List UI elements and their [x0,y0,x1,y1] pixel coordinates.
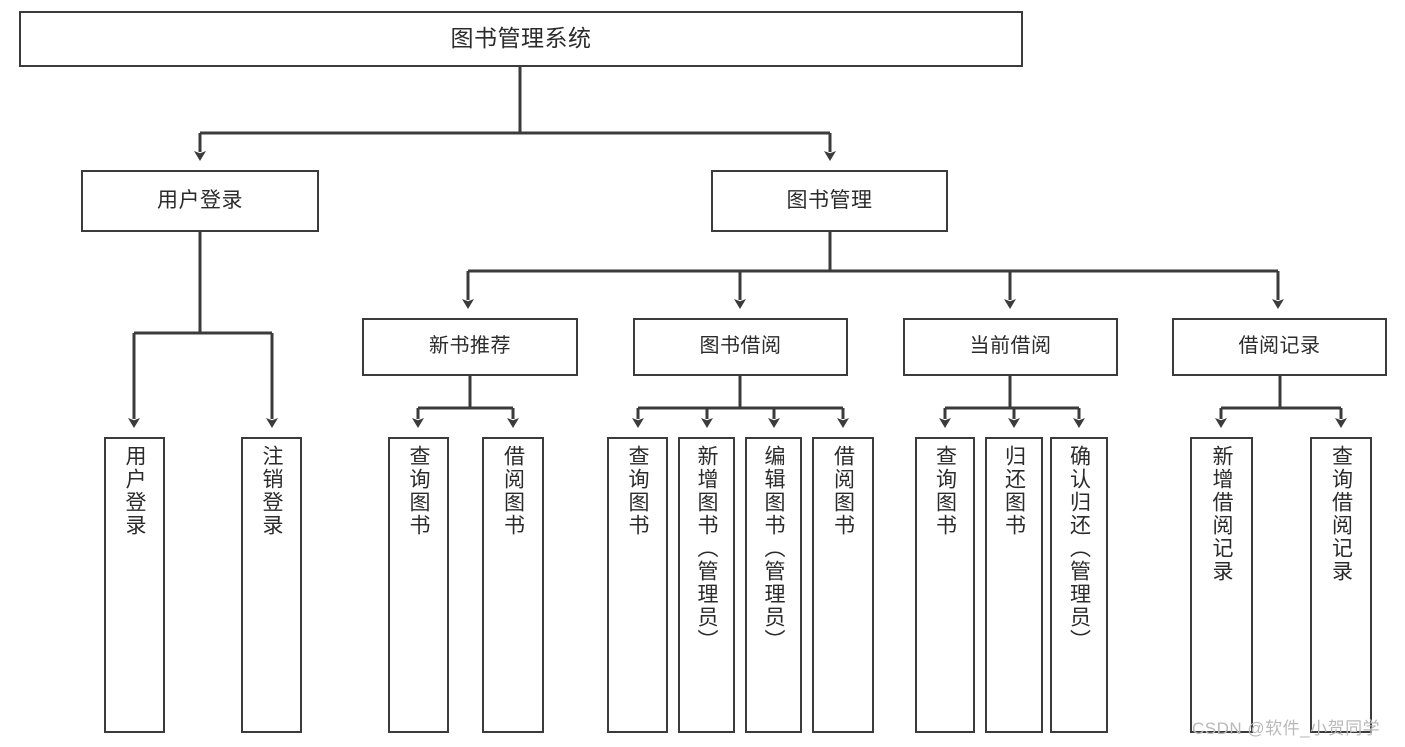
leaf-query-book-3[interactable]: 查询图书 [915,437,975,733]
node-system-root[interactable]: 图书管理系统 [19,11,1023,67]
node-book-borrow[interactable]: 图书借阅 [633,318,848,376]
node-label: 查询图书 [626,445,649,537]
node-label: 确认归还（管理员） [1067,445,1091,652]
leaf-query-book-1[interactable]: 查询图书 [388,437,449,733]
node-label: 新书推荐 [429,335,511,358]
node-label: 查询借阅记录 [1329,445,1353,583]
leaf-borrow-book-1[interactable]: 借阅图书 [482,437,544,733]
leaf-edit-book[interactable]: 编辑图书（管理员） [745,437,802,733]
node-label: 借阅记录 [1238,335,1321,358]
node-label: 查询图书 [933,445,957,537]
node-label: 图书管理 [786,188,873,212]
node-label: 编辑图书（管理员） [762,445,785,652]
leaf-add-book[interactable]: 新增图书（管理员） [678,437,735,733]
leaf-add-borrow-record[interactable]: 新增借阅记录 [1190,437,1253,733]
leaf-user-login[interactable]: 用户登录 [104,437,165,733]
node-user-login[interactable]: 用户登录 [81,170,319,232]
node-book-management[interactable]: 图书管理 [711,170,948,232]
leaf-logout[interactable]: 注销登录 [241,437,302,733]
node-label: 用户登录 [123,445,146,537]
leaf-confirm-return[interactable]: 确认归还（管理员） [1050,437,1108,733]
node-label: 图书借阅 [699,335,782,358]
node-new-book-recommend[interactable]: 新书推荐 [362,318,578,376]
node-label: 图书管理系统 [450,25,592,52]
leaf-query-borrow-record[interactable]: 查询借阅记录 [1310,437,1372,733]
leaf-query-book-2[interactable]: 查询图书 [607,437,668,733]
node-label: 注销登录 [260,445,283,537]
node-current-borrow[interactable]: 当前借阅 [903,318,1118,376]
leaf-return-book[interactable]: 归还图书 [985,437,1043,733]
node-label: 用户登录 [157,188,243,212]
watermark: CSDN @软件_小贺同学 [1192,719,1381,738]
node-label: 查询图书 [407,445,430,537]
node-label: 新增借阅记录 [1210,445,1233,583]
node-borrow-record[interactable]: 借阅记录 [1172,318,1387,376]
leaf-borrow-book-2[interactable]: 借阅图书 [812,437,874,733]
node-label: 新增图书（管理员） [695,445,718,652]
node-label: 归还图书 [1002,445,1026,537]
node-label: 借阅图书 [831,445,855,537]
node-label: 当前借阅 [969,335,1052,358]
node-label: 借阅图书 [501,445,525,537]
